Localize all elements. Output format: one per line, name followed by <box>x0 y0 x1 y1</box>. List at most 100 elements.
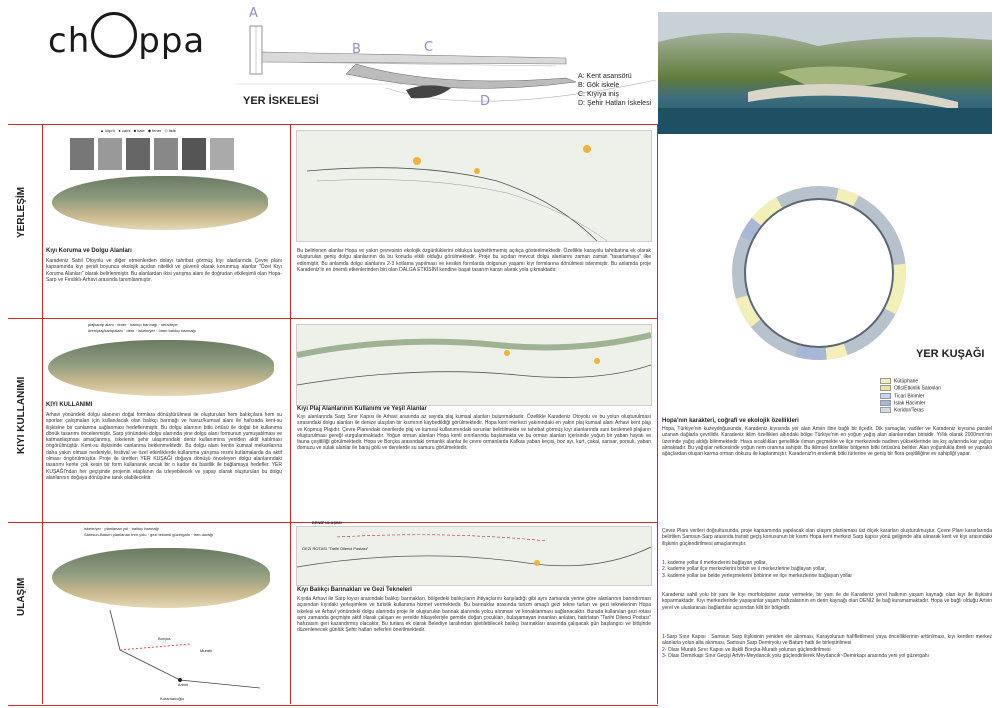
ulasim-map-lines <box>296 534 652 568</box>
kiyi-terrain-sketch <box>48 340 274 396</box>
ulasim-terrain-sketch <box>52 548 270 608</box>
legend-item: ören/plaj/kampalanı <box>88 328 123 333</box>
kiyi-sketch-legend: plajkamp alanı · fener · balıkçı barınağ… <box>88 322 196 333</box>
kiyi-map-lines <box>296 332 652 386</box>
swatch <box>880 385 891 392</box>
choppa-logo: ch ppa <box>48 12 205 61</box>
plan-list-item: 3- Olası Demirkapı Sınır Geçişi Artvin-M… <box>662 652 929 659</box>
pier-sketch <box>236 18 657 118</box>
yerlesim-middle-text: Bu belirlenen alanlar Hopa ve yakın çevr… <box>297 248 651 273</box>
swatch <box>880 392 891 399</box>
plan-list-item: 1-Sarp Sınır Kapısı : Samsun Sarp ilişki… <box>662 634 992 647</box>
belt-legend-label: Islak Hacimler <box>894 400 926 407</box>
kiyi-middle-text: Kıyı alanlarında Sarp Sınır Kapısı ile A… <box>297 414 651 452</box>
landmark-photos <box>70 138 240 174</box>
legend-item: cami <box>121 128 131 133</box>
map-label-gezi-rotasi: GEZİ ROTASI "Tarihi Dilenci Postası" <box>302 546 369 551</box>
landmark-photo <box>126 138 150 170</box>
swatch <box>880 407 891 414</box>
pier-legend-item: B: Gök iskele <box>578 82 620 89</box>
marker-a: A <box>249 6 258 21</box>
kiyi-middle-title: Kıyı Plaj Alanlarının Kullanımı ve Yeşil… <box>297 406 427 412</box>
plan-list-item: 2- Olası Muratlı Sınır Kapısı ve ilişkil… <box>662 646 831 653</box>
pier-legend-item: D: Şehir Hatları İskelesi <box>578 100 652 107</box>
landmark-photo <box>98 138 122 170</box>
legend-item: balıkçı barınağı <box>131 526 159 531</box>
ulasim-sketch-legend: iskele/yer · planlanan yol · balıkçı bar… <box>84 526 213 537</box>
plan-list-item: 3. kademe yollar ise belde yerleşmelerin… <box>662 572 853 579</box>
plan-text-2: Karadeniz sahil yolu bir yanı ile kıyı m… <box>662 592 992 611</box>
landmark-photo <box>210 138 234 170</box>
belt-legend-item: Islak Hacimler <box>880 399 941 407</box>
pier-legend-item: A: Kent asansörü <box>578 73 632 80</box>
hopa-info-text: Hopa, Türkiye'nin kuzeydoğusunda, Karade… <box>662 426 992 458</box>
legend-item: öneri balıkçı barınağı <box>158 328 196 333</box>
legend-item: iskele/yer <box>138 328 155 333</box>
legend-item: liste <box>168 128 176 133</box>
frame-divider-middle <box>290 124 291 704</box>
section-label-ulasim: ULAŞIM <box>16 577 27 616</box>
legend-item: iskele/yer <box>84 526 101 531</box>
frame-row-divider <box>8 318 658 319</box>
ulasim-title: Kıyı Balıkçı Barınakları ve Gezi Teknele… <box>297 587 412 593</box>
plan-list: 1. kademe yollar il merkezlerini bağlaya… <box>662 560 992 579</box>
pier-legend-item: C: Kıyıya iniş <box>578 91 619 98</box>
belt-legend-item: Ticari Birimler <box>880 392 941 400</box>
yerlesim-title: Kıyı Koruma ve Dolgu Alanları <box>46 248 132 254</box>
swatch <box>880 399 891 406</box>
kiyi-map <box>296 324 652 406</box>
yer-kusagi-title: YER KUŞAĞI <box>916 348 985 360</box>
frame-divider-right <box>657 124 658 704</box>
hopa-info-title: Hopa'nın karakteri, coğrafi ve ekolojik … <box>662 418 799 424</box>
belt-legend-item: Koridor/Teras <box>880 407 941 414</box>
place-label-kuramanoglu: Kuramanoğlu <box>160 696 184 701</box>
legend-item: kale <box>137 128 145 133</box>
route-lines <box>109 609 261 689</box>
kiyi-text: Arhavi yönündeki dolgu alanının doğal fo… <box>46 412 282 481</box>
frame-divider-left <box>42 124 43 704</box>
logo-text-end: ppa <box>138 21 206 61</box>
section-label-kiyi-kullanimi: KIYI KULLANIMI <box>16 376 27 454</box>
frame-row-divider <box>8 522 658 523</box>
logo-text-start: ch <box>48 21 91 61</box>
place-label-borcka: Borçka <box>158 636 171 641</box>
ulasim-map <box>296 526 652 586</box>
place-label-artvin: Artvin <box>178 682 189 687</box>
legend-item: balıkçı barınağı <box>130 322 158 327</box>
legend-item: gezi teknesi güzergahı <box>150 532 191 537</box>
belt-legend-label: Koridor/Teras <box>894 407 924 414</box>
belt-legend-item: Kütüphane <box>880 378 941 385</box>
legend-item: dere <box>126 328 135 333</box>
legend-item: tren durağı <box>193 532 213 537</box>
legend-item: planlanan yol <box>104 526 129 531</box>
belt-legend-item: Ofis/Etkinlik Salonları <box>880 385 941 392</box>
yer-kusagi-inner-ring <box>744 198 894 348</box>
panel-frame <box>8 124 658 706</box>
legend-item: köprü <box>105 128 116 133</box>
yerlesim-text: Karadeniz Sahil Otoyolu ve diğer etmenle… <box>46 258 282 283</box>
yerlesim-map <box>296 130 652 242</box>
belt-legend-label: Ticari Birimler <box>894 392 925 399</box>
yerlesim-terrain-sketch <box>52 176 268 230</box>
pier-legend: A: Kent asansörü B: Gök iskele C: Kıyıya… <box>578 72 651 108</box>
render-landscape <box>658 12 992 134</box>
legend-item: plajkamp alanı <box>88 322 114 327</box>
ulasim-text: Kıyıda Arhavi ile Sarp kıyısı arasındaki… <box>297 596 651 634</box>
belt-legend-label: Kütüphane <box>894 378 919 385</box>
landmark-photo <box>70 138 94 170</box>
plan-list-item: 2. kademe yollar ilçe merkezlerini birbi… <box>662 566 826 573</box>
legend-item: fener <box>152 128 162 133</box>
plan-list-2: 1-Sarp Sınır Kapısı : Samsun Sarp ilişki… <box>662 634 992 659</box>
logo-ring-icon <box>91 12 138 58</box>
place-label-muratli: Muratlı <box>200 648 213 653</box>
landmark-photo <box>182 138 206 170</box>
yerlesim-sketch-legend: ▲ köprü ● cami ■ kale ◆ fener ◇ liste <box>100 128 176 133</box>
ring-segment-drawing <box>732 186 906 360</box>
pier-drawing <box>236 25 657 102</box>
kiyi-title: KIYI KULLANIMI <box>46 402 93 408</box>
plan-text: Çevre Planı verileri doğrultusunda, proj… <box>662 528 992 547</box>
section-label-yerlesim: YERLEŞİM <box>16 186 27 238</box>
marker-b: B <box>352 42 361 57</box>
yerlesim-map-lines <box>306 145 608 242</box>
aerial-render-image <box>658 12 992 134</box>
